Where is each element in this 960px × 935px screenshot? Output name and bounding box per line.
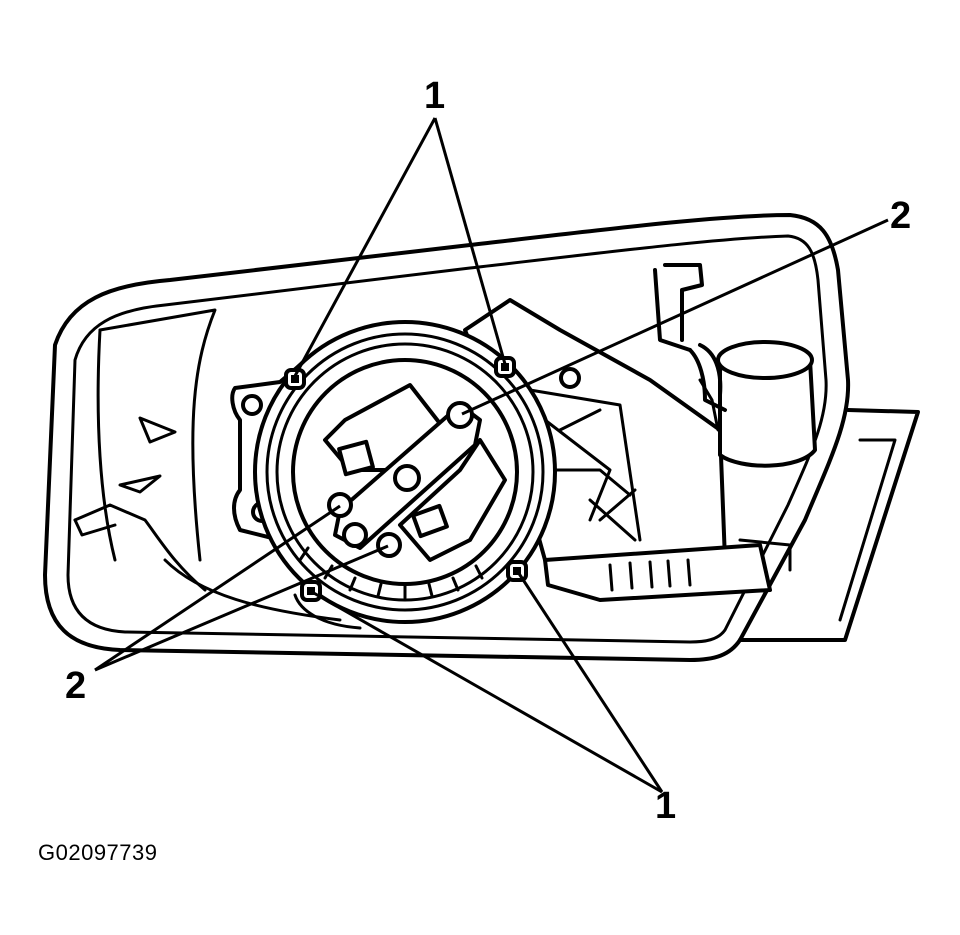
- callout-leaders: [94, 117, 889, 794]
- retainer-hole-lower-left: [342, 522, 368, 548]
- mirror-housing: [43, 213, 920, 662]
- circular-mirror-base: [253, 320, 557, 624]
- motor-cylinder: [653, 263, 817, 468]
- retaining-tab-top-right: [494, 356, 516, 378]
- retaining-tab-bottom-left: [300, 580, 322, 602]
- retainer-hole-lower: [376, 532, 402, 558]
- callout-2-right: 2: [890, 195, 911, 237]
- retainer-hole-right: [446, 401, 474, 429]
- callout-2-left: 2: [65, 665, 86, 707]
- figure-id: G02097739: [38, 840, 158, 865]
- retaining-tab-bottom-right: [506, 560, 528, 582]
- callout-1-top: 1: [424, 75, 445, 117]
- retaining-tab-top-left: [284, 368, 306, 390]
- housing-left-details: [73, 308, 362, 630]
- callout-1-bottom: 1: [655, 785, 676, 827]
